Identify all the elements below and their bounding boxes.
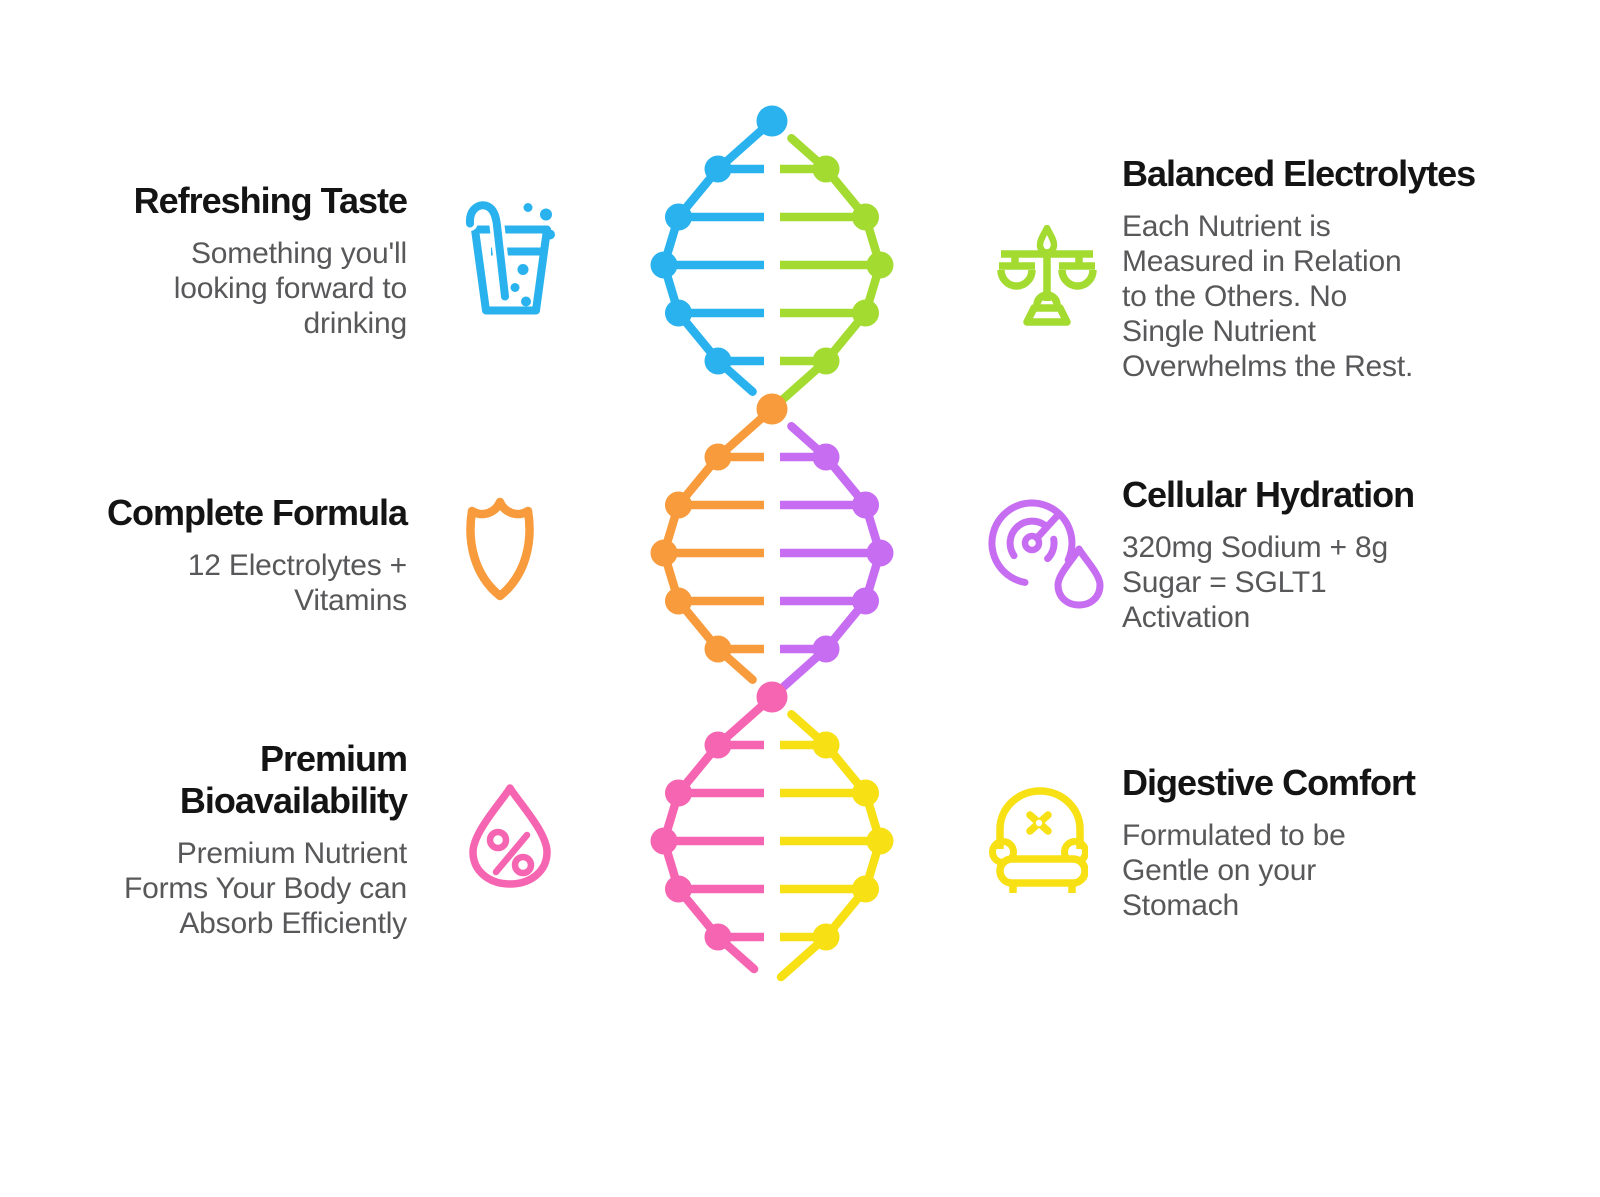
- balance-scale-icon: [996, 225, 1098, 329]
- feature-cellular-hydration: Cellular Hydration 320mg Sodium + 8g Sug…: [1122, 474, 1512, 635]
- helix-strand: [767, 356, 831, 414]
- helix-node: [812, 635, 840, 663]
- helix-strand: [674, 308, 723, 366]
- helix-node: [812, 155, 840, 183]
- helix-strand: [659, 260, 683, 318]
- helix-strand: [659, 500, 683, 558]
- helix-node: [852, 587, 880, 615]
- helix-strand: [821, 596, 870, 654]
- feature-description: Each Nutrient is Measured in Relation to…: [1122, 210, 1414, 383]
- helix-strand: [713, 932, 759, 974]
- helix-node: [664, 299, 692, 327]
- helix-strand: [861, 548, 885, 606]
- feature-refreshing-taste: Refreshing Taste Something you'll lookin…: [77, 180, 408, 341]
- helix-node: [650, 827, 678, 855]
- feature-title: Balanced Electrolytes: [1122, 153, 1476, 194]
- helix-node: [664, 587, 692, 615]
- helix-strand: [861, 836, 885, 894]
- helix-node: [756, 105, 788, 137]
- helix-strand: [821, 740, 870, 798]
- helix-strand: [674, 452, 723, 510]
- helix-strand: [787, 134, 831, 174]
- helix-strand: [659, 548, 683, 606]
- helix-strand: [821, 884, 870, 942]
- helix-strand: [713, 404, 777, 462]
- helix-strand: [861, 788, 885, 846]
- helix-strand: [861, 212, 885, 270]
- feature-title: Complete Formula: [106, 492, 408, 533]
- helix-node: [852, 491, 880, 519]
- feature-title: Cellular Hydration: [1122, 474, 1415, 515]
- helix-node: [756, 393, 788, 425]
- helix-node: [756, 681, 788, 713]
- helix-node: [866, 827, 894, 855]
- helix-node: [664, 875, 692, 903]
- gauge-droplet-icon: [986, 493, 1104, 609]
- helix-strand: [713, 116, 777, 174]
- helix-node: [852, 779, 880, 807]
- drink-glass-icon: [465, 199, 561, 318]
- helix-node: [704, 347, 732, 375]
- helix-node: [852, 299, 880, 327]
- feature-title: Digestive Comfort: [1122, 762, 1416, 803]
- helix-node: [852, 875, 880, 903]
- helix-strand: [821, 164, 870, 222]
- helix-node: [704, 443, 732, 471]
- helix-node: [812, 731, 840, 759]
- feature-description: Premium Nutrient Forms Your Body can Abs…: [123, 837, 407, 940]
- helix-node: [704, 923, 732, 951]
- helix-strand: [674, 884, 723, 942]
- helix-strand: [787, 422, 831, 462]
- helix-node: [812, 923, 840, 951]
- feature-description: 320mg Sodium + 8g Sugar = SGLT1 Activati…: [1122, 531, 1388, 634]
- helix-strand: [713, 644, 757, 684]
- helix-strand: [659, 836, 683, 894]
- helix-strand: [767, 644, 831, 702]
- helix-node: [852, 203, 880, 231]
- feature-description: Something you'll looking forward to drin…: [173, 237, 407, 340]
- helix-node: [650, 251, 678, 279]
- feature-description: Formulated to be Gentle on your Stomach: [1122, 819, 1346, 922]
- helix-strand: [713, 692, 777, 750]
- armchair-icon: [986, 785, 1088, 897]
- feature-digestive-comfort: Digestive Comfort Formulated to be Gentl…: [1122, 762, 1512, 923]
- feature-complete-formula: Complete Formula 12 Electrolytes + Vitam…: [77, 492, 408, 618]
- helix-strand: [674, 740, 723, 798]
- helix-node: [704, 731, 732, 759]
- helix-strand: [821, 452, 870, 510]
- helix-strand: [674, 164, 723, 222]
- percent-droplet-icon: [463, 781, 557, 889]
- feature-premium-bioavailability: Premium Bioavailability Premium Nutrient…: [77, 738, 408, 941]
- helix-node: [812, 443, 840, 471]
- shield-icon: [452, 495, 548, 619]
- helix-node: [664, 491, 692, 519]
- helix-node: [866, 539, 894, 567]
- helix-node: [664, 779, 692, 807]
- helix-node: [664, 203, 692, 231]
- helix-node: [704, 155, 732, 183]
- helix-strand: [776, 932, 831, 982]
- helix-node: [650, 539, 678, 567]
- feature-title: Premium Bioavailability: [179, 738, 408, 821]
- helix-strand: [713, 356, 757, 396]
- feature-description: 12 Electrolytes + Vitamins: [187, 549, 407, 617]
- helix-strand: [821, 308, 870, 366]
- helix-node: [704, 635, 732, 663]
- helix-strand: [674, 596, 723, 654]
- helix-strand: [861, 260, 885, 318]
- helix-node: [866, 251, 894, 279]
- feature-title: Refreshing Taste: [133, 180, 408, 221]
- helix-node: [812, 347, 840, 375]
- helix-strand: [787, 710, 831, 750]
- helix-strand: [861, 500, 885, 558]
- helix-strand: [659, 788, 683, 846]
- helix-strand: [659, 212, 683, 270]
- feature-balanced-electrolytes: Balanced Electrolytes Each Nutrient is M…: [1122, 153, 1512, 384]
